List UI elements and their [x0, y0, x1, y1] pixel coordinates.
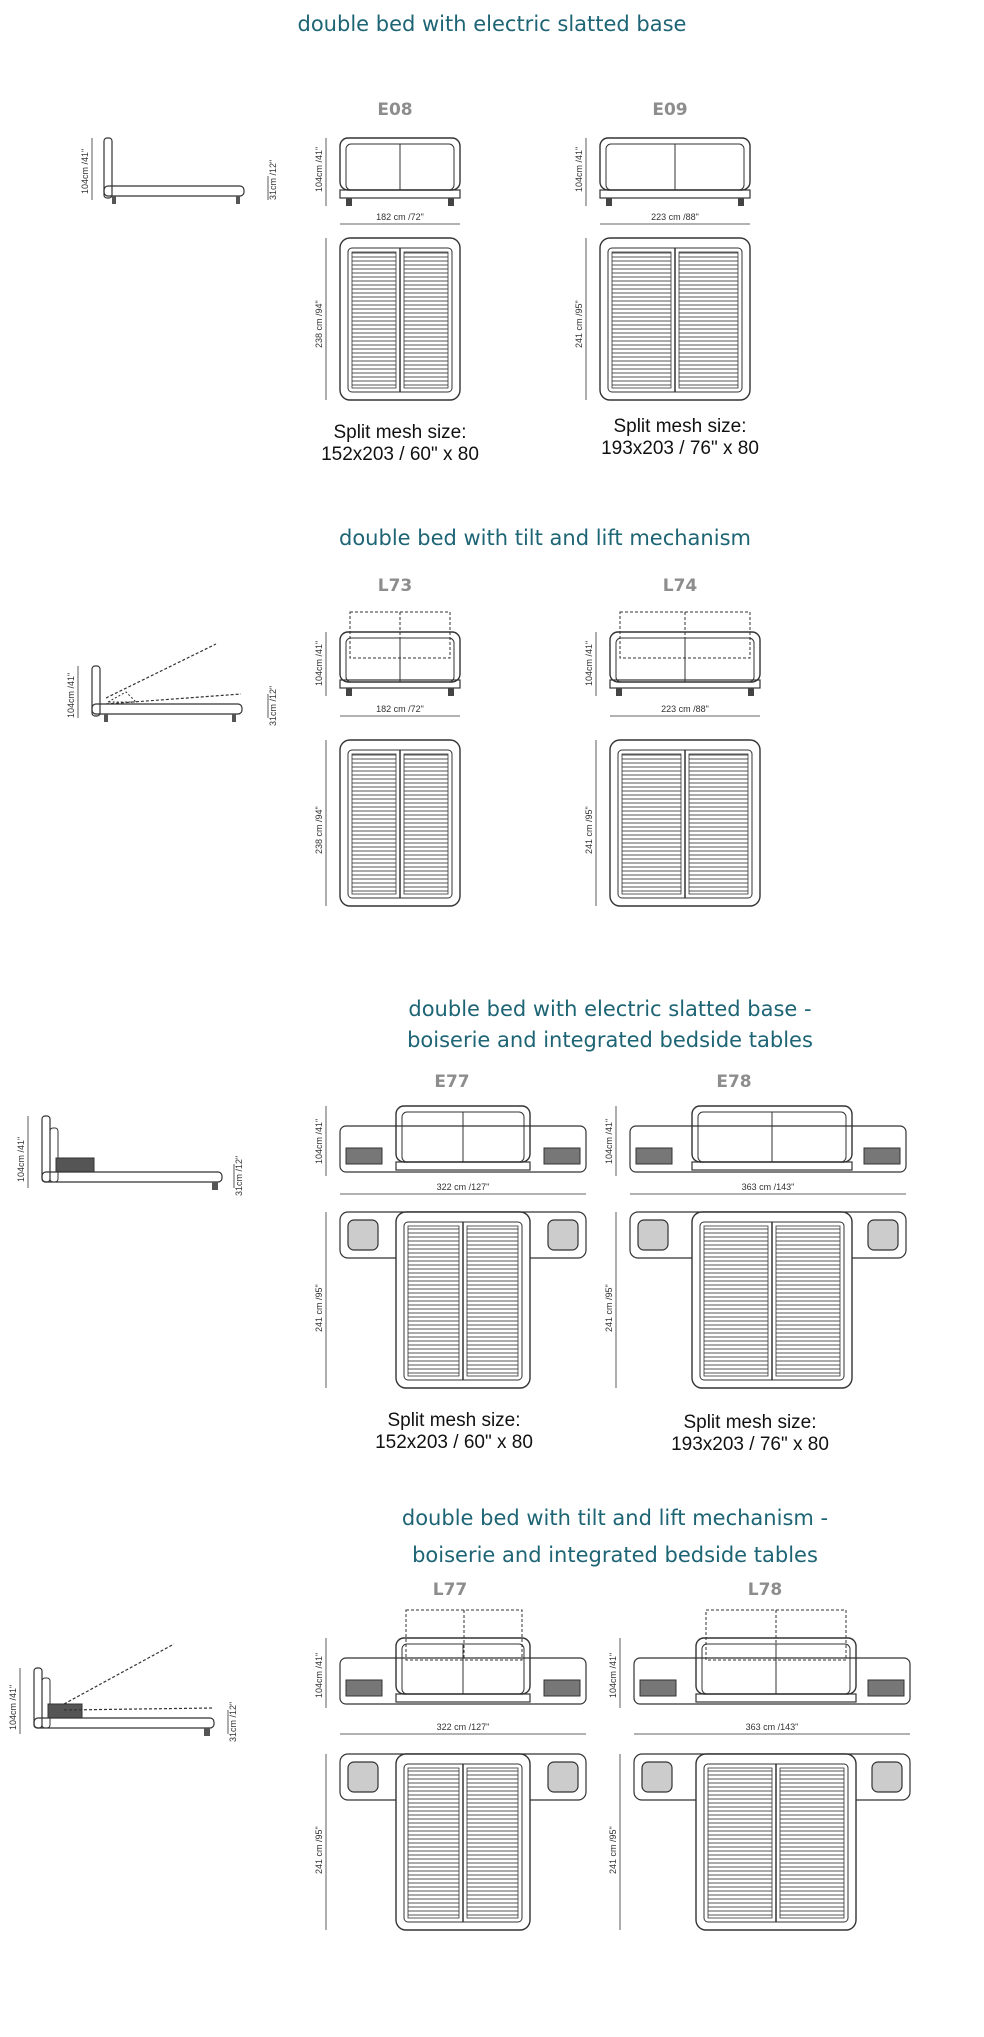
- bed-top-view: 238 cm /94": [314, 237, 461, 401]
- side-view-diagram: 104cm /41" 31cm /12": [66, 643, 278, 726]
- side-height-label: 104cm /41": [16, 1137, 26, 1182]
- section-tilt-boiserie-bed: double bed with tilt and lift mechanism …: [0, 1500, 984, 2037]
- model-code: E08: [377, 100, 413, 120]
- length-label: 241 cm /95": [608, 1826, 618, 1874]
- bed-top-view: 241 cm /95": [604, 1211, 907, 1389]
- side-height-label: 104cm /41": [8, 1685, 18, 1730]
- model-code: L74: [662, 576, 698, 596]
- width-label: 322 cm /127": [437, 1182, 490, 1192]
- model-code: E77: [434, 1072, 470, 1092]
- length-label: 241 cm /95": [584, 806, 594, 854]
- height-label: 104cm /41": [314, 147, 324, 192]
- bed-top-view: 241 cm /95": [314, 1211, 587, 1389]
- section-title: double bed with tilt and lift mechanism …: [401, 1506, 829, 1567]
- bed-front-view: 104cm /41" 223 cm /88": [584, 611, 761, 717]
- bed-top-view: 241 cm /95": [608, 1753, 911, 1931]
- height-label: 104cm /41": [584, 641, 594, 686]
- bed-top-view: 241 cm /95": [584, 739, 761, 907]
- length-label: 238 cm /94": [314, 300, 324, 348]
- model-code: L78: [747, 1580, 783, 1600]
- width-label: 223 cm /88": [651, 212, 699, 222]
- length-label: 241 cm /95": [314, 1284, 324, 1332]
- section-electric-bed: double bed with electric slatted base 10…: [0, 0, 984, 480]
- bed-front-view: 104cm /41" 363 cm /143": [604, 1105, 907, 1195]
- bed-front-view: 104cm /41" 223 cm /88": [574, 137, 751, 225]
- height-label: 104cm /41": [574, 147, 584, 192]
- bed-front-view: 104cm /41" 322 cm /127": [314, 1105, 587, 1195]
- bed-top-view: 241 cm /95": [574, 237, 751, 401]
- mesh-size-note: Split mesh size:152x203 / 60" x 80: [321, 422, 479, 465]
- bed-front-view: 104cm /41" 322 cm /127": [314, 1609, 587, 1735]
- bed-top-view: 241 cm /95": [314, 1753, 587, 1931]
- bed-front-view: 104cm /41" 363 cm /143": [608, 1609, 911, 1735]
- width-label: 182 cm /72": [376, 212, 424, 222]
- bed-front-view: 104cm /41" 182 cm /72": [314, 137, 461, 225]
- bed-top-view: 238 cm /94": [314, 739, 461, 907]
- model-code: L77: [432, 1580, 468, 1600]
- side-base-label: 31cm /12": [268, 686, 278, 726]
- side-view-diagram: 104cm /41" 31cm /12": [80, 137, 278, 204]
- section-electric-boiserie-bed: double bed with electric slatted base -b…: [0, 990, 984, 1510]
- side-base-label: 31cm /12": [234, 1156, 242, 1196]
- mesh-size-note: Split mesh size:193x203 / 76" x 80: [601, 416, 759, 459]
- side-height-label: 104cm /41": [66, 673, 76, 718]
- width-label: 363 cm /143": [742, 1182, 795, 1192]
- length-label: 241 cm /95": [314, 1826, 324, 1874]
- mesh-size-note: Split mesh size:152x203 / 60" x 80: [375, 1410, 533, 1453]
- section-title: double bed with tilt and lift mechanism: [339, 526, 751, 550]
- model-code: L73: [377, 576, 413, 596]
- side-view-diagram: 104cm /41" 31cm /12": [16, 1115, 242, 1196]
- width-label: 223 cm /88": [661, 704, 709, 714]
- section-title: double bed with electric slatted base: [297, 12, 687, 36]
- section-tilt-bed: double bed with tilt and lift mechanism …: [0, 520, 984, 940]
- length-label: 241 cm /95": [604, 1284, 614, 1332]
- width-label: 322 cm /127": [437, 1722, 490, 1732]
- model-code: E78: [716, 1072, 752, 1092]
- length-label: 241 cm /95": [574, 300, 584, 348]
- height-label: 104cm /41": [604, 1119, 614, 1164]
- height-label: 104cm /41": [608, 1653, 618, 1698]
- side-base-label: 31cm /12": [228, 1702, 238, 1742]
- mesh-size-note: Split mesh size:193x203 / 76" x 80: [671, 1412, 829, 1455]
- height-label: 104cm /41": [314, 1653, 324, 1698]
- width-label: 182 cm /72": [376, 704, 424, 714]
- model-code: E09: [652, 100, 688, 120]
- height-label: 104cm /41": [314, 1119, 324, 1164]
- width-label: 363 cm /143": [746, 1722, 799, 1732]
- length-label: 238 cm /94": [314, 806, 324, 854]
- bed-front-view: 104cm /41" 182 cm /72": [314, 611, 461, 717]
- side-height-label: 104cm /41": [80, 149, 90, 194]
- side-base-label: 31cm /12": [268, 160, 278, 200]
- section-title: double bed with electric slatted base -b…: [407, 997, 813, 1052]
- height-label: 104cm /41": [314, 641, 324, 686]
- side-view-diagram: 104cm /41" 31cm /12": [8, 1643, 238, 1742]
